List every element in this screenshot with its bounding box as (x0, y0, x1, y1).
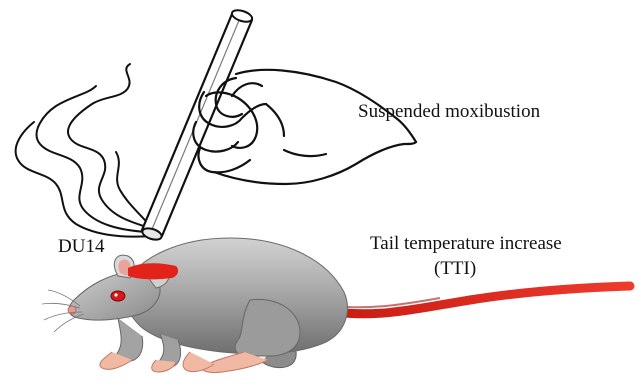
effect-abbreviation-label: (TTI) (434, 258, 476, 280)
hand-icon (193, 70, 416, 184)
rat-icon (42, 238, 630, 373)
smoke-icon (16, 64, 154, 237)
effect-label: Tail temperature increase (370, 233, 562, 255)
acupoint-label: DU14 (58, 236, 104, 258)
technique-label: Suspended moxibustion (358, 101, 540, 123)
moxa-stick-icon (141, 8, 254, 242)
